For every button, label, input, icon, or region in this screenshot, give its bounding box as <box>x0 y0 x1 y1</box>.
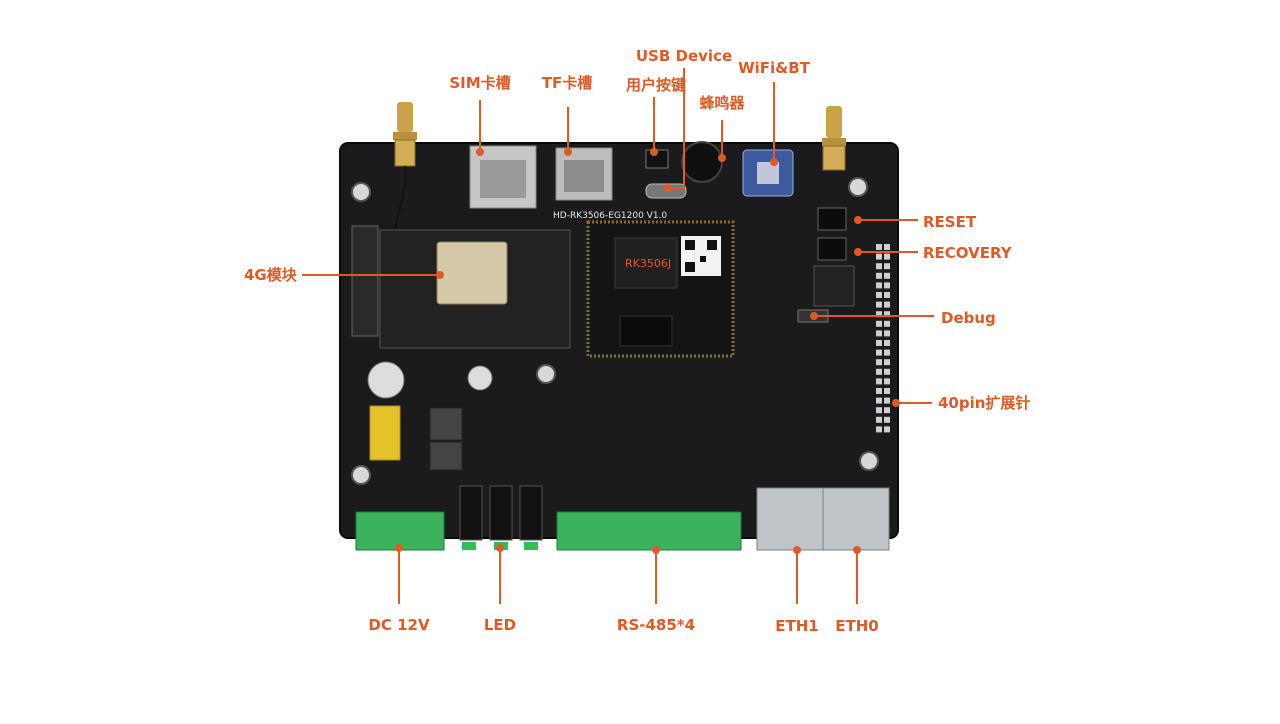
header-pin <box>876 330 882 337</box>
soc-chip <box>614 237 678 289</box>
header-pin <box>884 349 890 356</box>
leader-tf-dot <box>564 148 572 156</box>
header-pin <box>884 397 890 404</box>
header-pin <box>884 311 890 318</box>
label-wifi-bt: WiFi&BT <box>738 59 810 77</box>
mounting-holes <box>351 177 879 485</box>
header-pin <box>884 263 890 270</box>
header-pin <box>876 253 882 260</box>
header-pin <box>884 378 890 385</box>
leader-usb-device-dot <box>664 184 672 192</box>
leader-user-button-dot <box>650 148 658 156</box>
label-reset: RESET <box>923 213 977 231</box>
leader-rs485-dot <box>652 546 660 554</box>
header-pin <box>876 368 882 375</box>
header-pin <box>884 282 890 289</box>
label-sim-slot: SIM卡槽 <box>449 74 511 92</box>
header-pin <box>884 388 890 394</box>
header-pin <box>876 263 882 270</box>
mini-pcie-socket <box>351 225 379 337</box>
header-pin <box>884 426 890 433</box>
header-pin <box>876 416 882 423</box>
memory-chip <box>619 315 673 347</box>
soc-label: RK3506J <box>625 257 671 270</box>
leader-usb-device <box>668 68 685 189</box>
header-pin <box>876 397 882 404</box>
rs485-terminal <box>556 511 742 551</box>
header-pin <box>884 272 890 279</box>
ethernet-phy-chip <box>813 265 855 307</box>
label-usb-device: USB Device <box>635 47 733 65</box>
label-led: LED <box>483 616 517 634</box>
header-pin <box>884 253 890 260</box>
header-pin <box>884 416 890 423</box>
leader-recovery-dot <box>854 248 862 256</box>
label-4g-module: 4G模块 <box>244 266 297 284</box>
header-pin <box>876 272 882 279</box>
label-recovery: RECOVERY <box>923 244 1012 262</box>
inductor-large <box>367 361 405 399</box>
leader-eth0-dot <box>853 546 861 554</box>
inductor-100-b <box>429 441 463 471</box>
label-40pin: 40pin扩展针 <box>938 394 1031 412</box>
header-pin <box>876 426 882 433</box>
header-pin <box>876 301 882 308</box>
leader-reset-dot <box>854 216 862 224</box>
header-pin <box>876 292 882 298</box>
label-debug: Debug <box>941 309 996 327</box>
label-tf-slot: TF卡槽 <box>541 74 593 92</box>
antenna-right-icon <box>822 106 846 171</box>
header-pin <box>876 340 882 346</box>
header-pin <box>884 407 890 414</box>
capacitor-round <box>467 365 493 391</box>
leader-4g-dot <box>436 271 444 279</box>
header-pin <box>876 244 882 250</box>
leader-lines <box>302 68 934 604</box>
label-user-button: 用户按键 <box>625 76 687 94</box>
leader-dc12v-dot <box>395 544 403 552</box>
header-pin <box>884 301 890 308</box>
reset-button-part <box>817 207 847 231</box>
leader-eth1-dot <box>793 546 801 554</box>
header-pin <box>876 378 882 385</box>
leader-wifi-dot <box>770 158 778 166</box>
header-pin <box>884 330 890 337</box>
module-4g <box>436 241 508 305</box>
label-rs485: RS-485*4 <box>616 616 696 634</box>
header-pin <box>876 388 882 394</box>
leader-debug-dot <box>810 312 818 320</box>
header-pin <box>884 359 890 366</box>
inductor-100-a <box>429 407 463 441</box>
header-pin <box>876 311 882 318</box>
buzzer-part <box>681 141 723 183</box>
label-eth1: ETH1 <box>775 617 819 635</box>
silkscreen-text: HD-RK3506-EG1200 V1.0 <box>553 211 667 221</box>
dc-connector <box>355 511 445 551</box>
header-pin <box>884 292 890 298</box>
label-dc12v: DC 12V <box>368 616 430 634</box>
label-buzzer: 蜂鸣器 <box>699 94 745 112</box>
header-pin <box>876 349 882 356</box>
header-pin <box>884 244 890 250</box>
header-pin <box>884 368 890 375</box>
leader-led-dot <box>496 544 504 552</box>
header-pin <box>876 320 882 327</box>
leader-40pin-dot <box>892 399 900 407</box>
header-pin <box>876 407 882 414</box>
capacitor-yellow <box>369 405 401 461</box>
header-pin <box>876 282 882 289</box>
label-eth0: ETH0 <box>835 617 879 635</box>
leader-buzzer-dot <box>718 154 726 162</box>
header-pin <box>884 340 890 346</box>
led-connectors <box>459 485 543 541</box>
pin-header-40 <box>876 244 890 433</box>
header-pin <box>884 320 890 327</box>
recovery-button-part <box>817 237 847 261</box>
leader-sim-dot <box>476 148 484 156</box>
header-pin <box>876 359 882 366</box>
